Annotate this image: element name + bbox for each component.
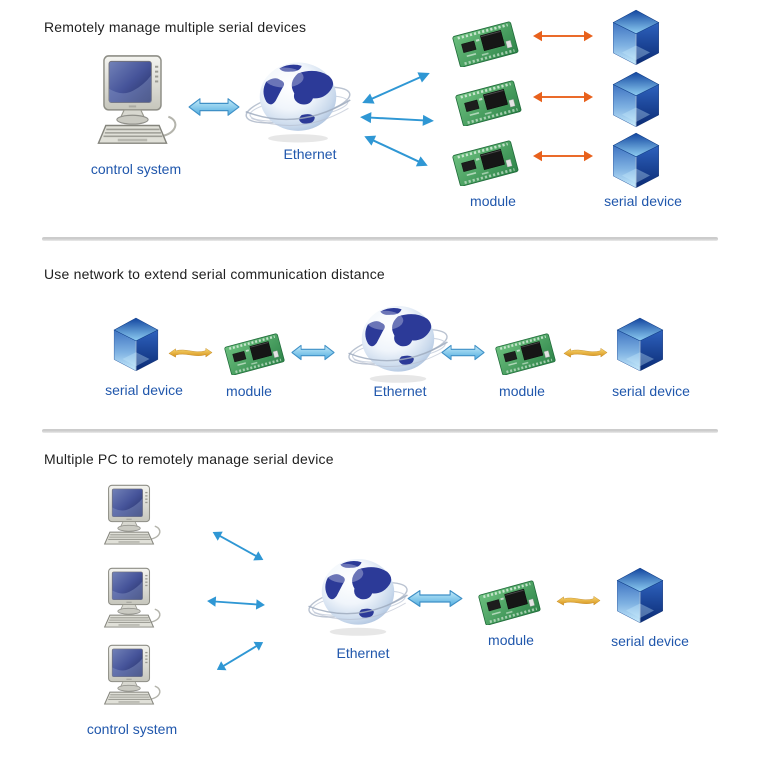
module-label: module [470,193,516,209]
serial-device-cube-icon [612,71,660,128]
ethernet-globe-icon [242,61,354,144]
double-arrow-thin-icon [206,595,266,611]
double-arrow-orange-icon [533,150,593,162]
ethernet-label: Ethernet [283,146,337,162]
serial-device-cube-icon [612,9,660,66]
double-arrow-orange-icon [533,91,593,103]
serial-device-label: serial device [612,383,690,399]
serial-device-cube-icon [113,317,159,372]
double-arrow-thin-icon [210,527,266,565]
double-arrow-thin-icon [214,637,266,675]
ethernet-label: Ethernet [373,383,427,399]
ethernet-globe-icon [345,305,451,384]
double-arrow-thin-icon [359,111,435,127]
section-divider [42,237,718,241]
serial-device-label: serial device [611,633,689,649]
serial-device-label: serial device [604,193,682,209]
control-system-label: control system [90,161,182,177]
double-arrow-gold-icon [168,348,213,358]
ethernet-globe-icon [305,558,411,637]
serial-device-cube-icon [616,317,664,372]
double-arrow-thin-icon [359,67,433,109]
serial-device-cube-icon [612,132,660,189]
module-pcb-icon [224,333,286,375]
control-system-computer-icon [103,484,161,545]
module-pcb-icon [452,21,520,67]
serial-device-label: serial device [105,382,183,398]
section-1-title: Remotely manage multiple serial devices [44,19,307,35]
serial-device-cube-icon [616,567,664,624]
section-2-title: Use network to extend serial communicati… [44,266,385,282]
double-arrow-orange-icon [533,30,593,42]
control-system-computer-icon [103,567,161,628]
double-arrow-gold-icon [556,596,601,606]
ethernet-label: Ethernet [336,645,390,661]
module-label: module [488,632,534,648]
control-system-computer-icon [103,644,161,705]
section-3-title: Multiple PC to remotely manage serial de… [44,451,334,467]
module-pcb-icon [452,140,520,186]
module-pcb-icon [455,80,523,126]
double-arrow-thick-icon [291,344,335,361]
double-arrow-thick-icon [441,344,485,361]
module-label: module [226,383,272,399]
control-system-label: control system [86,721,178,737]
double-arrow-thin-icon [361,131,431,171]
section-divider [42,429,718,433]
double-arrow-thick-icon [407,590,463,607]
module-pcb-icon [478,580,542,625]
module-label: module [499,383,545,399]
double-arrow-thick-icon [188,98,240,116]
control-system-computer-icon [97,54,177,145]
module-pcb-icon [495,333,557,375]
double-arrow-gold-icon [563,348,608,358]
